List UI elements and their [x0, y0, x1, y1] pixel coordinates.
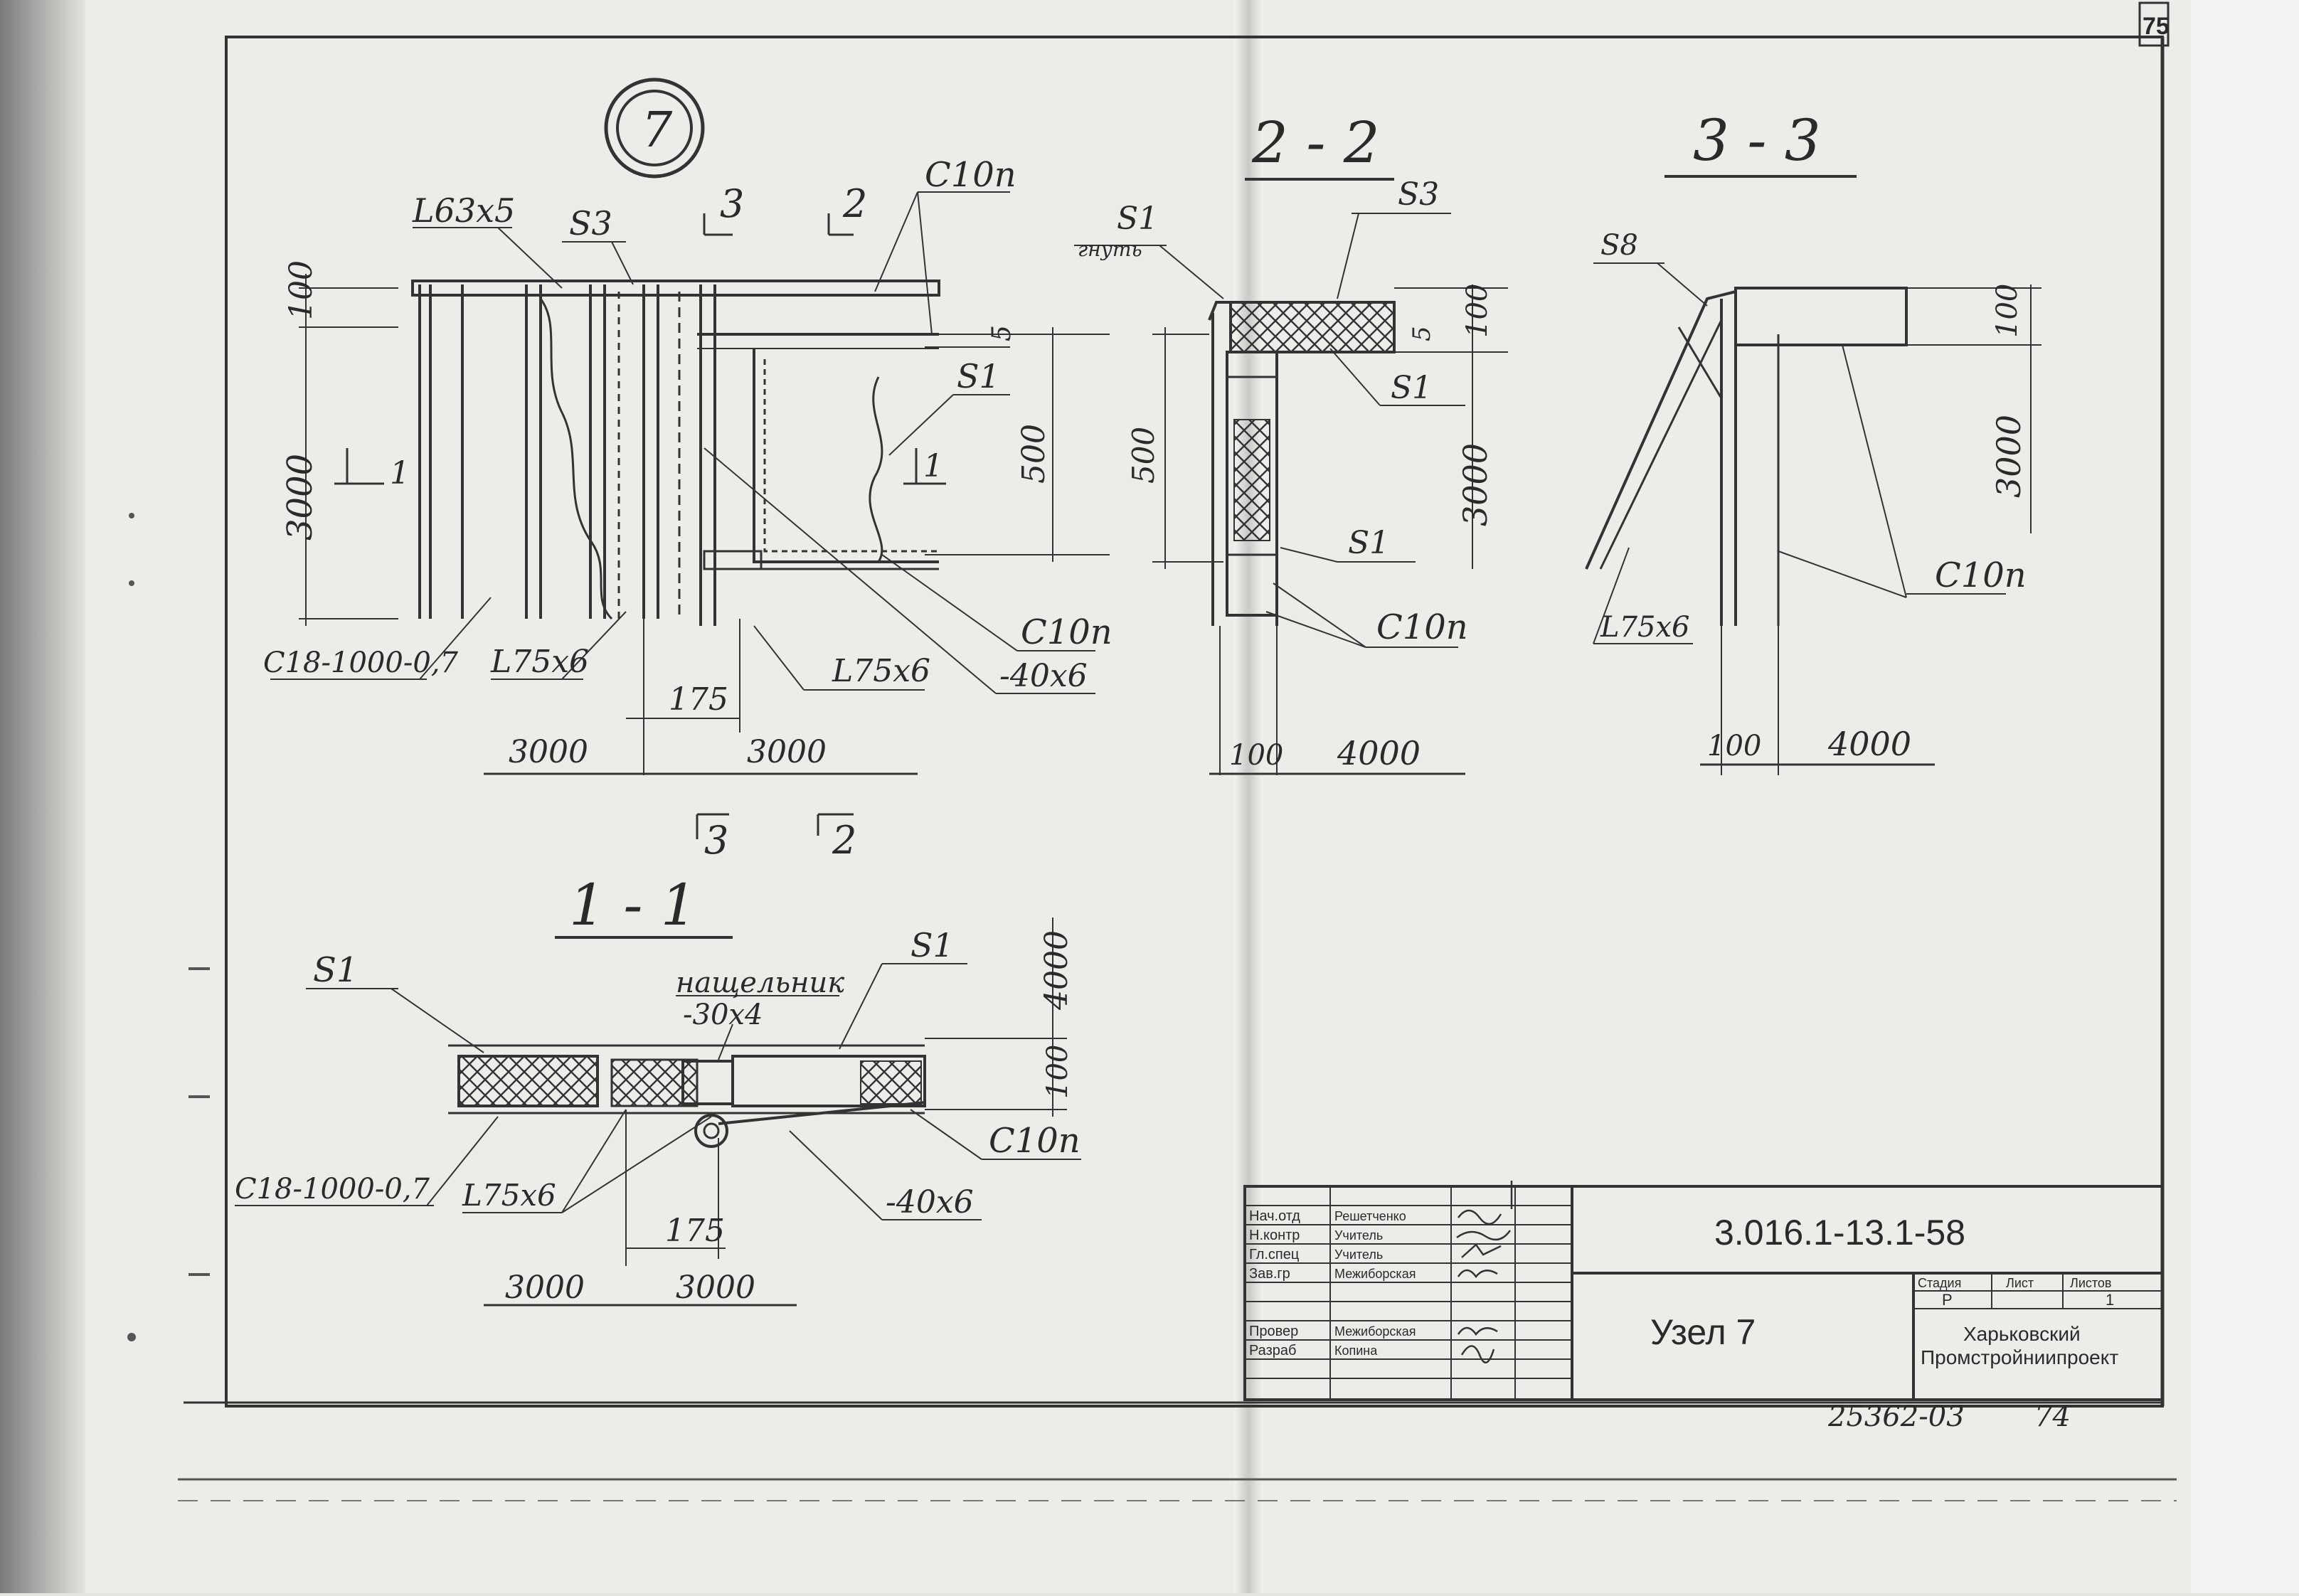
dim-4000-s33: 4000 [1827, 725, 1911, 763]
dim-5-node: 5 [987, 325, 1016, 341]
book-spine-fold [1234, 0, 1263, 1593]
label-s3-node: S3 [569, 204, 612, 243]
section-3-3: 3 - 3 100 3000 100 4000 S8 L75x6 С10п [1585, 107, 2042, 775]
dim-500-node: 500 [1016, 424, 1052, 484]
label-s1-node: S1 [957, 357, 1000, 395]
page-number: 75 [2143, 13, 2170, 40]
label-c10p-node-bottom: С10п [1021, 612, 1113, 652]
label-c10p-s33: С10п [1935, 555, 2027, 595]
label-l75x6-s11: L75x6 [462, 1178, 556, 1213]
label-s1-s11-left: S1 [313, 950, 358, 990]
cut-mark-1-right: 1 [923, 448, 943, 484]
scan-marks [127, 513, 210, 1341]
dim-100-s33-bottom: 100 [1707, 730, 1761, 762]
dim-3000-s22: 3000 [1456, 443, 1494, 526]
tb-role-2: Гл.спец [1249, 1247, 1299, 1262]
dim-3000-s11-right: 3000 [676, 1270, 755, 1306]
cut-mark-2-top: 2 [842, 181, 867, 226]
book-edge-shadow [0, 0, 85, 1593]
label-c10p-s22: С10п [1376, 607, 1468, 647]
dim-100-s11: 100 [1041, 1045, 1074, 1099]
drawing-frame [178, 36, 2177, 1501]
dim-100-left: 100 [283, 260, 319, 320]
cut-mark-3-bottom: 3 [704, 818, 728, 863]
label-nashchelnik: нащельник [676, 967, 844, 999]
dim-3000-left: 3000 [280, 454, 320, 541]
label-l75x6-node-left: L75x6 [490, 644, 589, 680]
dim-3000-s11-left: 3000 [505, 1270, 585, 1306]
tb-role-5: Разраб [1249, 1343, 1296, 1358]
tb-role-1: Н.контр [1249, 1228, 1300, 1243]
dim-5-s22: 5 [1408, 326, 1436, 341]
tb-role-4: Провер [1249, 1324, 1298, 1339]
label-c10p-node-top: С10п [925, 155, 1016, 195]
label-strip-40x6-node: -40x6 [999, 658, 1088, 694]
tb-name-5: Копина [1334, 1344, 1378, 1358]
tb-org-line2: Промстройниипроект [1921, 1346, 2118, 1368]
cut-mark-3-top: 3 [720, 181, 744, 226]
label-s1-s22-mid: S1 [1391, 370, 1432, 406]
tb-name-4: Межиборская [1334, 1324, 1416, 1339]
tb-sheets-header: Листов [2070, 1276, 2111, 1290]
label-s8: S8 [1600, 229, 1638, 262]
label-l75x6-s33: L75x6 [1600, 611, 1689, 644]
section-2-2-title: 2 - 2 [1251, 110, 1380, 176]
label-c10p-s11: С10п [989, 1121, 1081, 1161]
tb-name-2: Учитель [1334, 1247, 1383, 1262]
tb-sheet-header: Лист [2006, 1276, 2034, 1290]
label-c18-s11: C18-1000-0,7 [235, 1173, 430, 1206]
dim-500-s22: 500 [1126, 427, 1161, 484]
signatures [1456, 1181, 1513, 1363]
tb-org-line1: Харьковский [1963, 1323, 2081, 1345]
dim-100-s22: 100 [1461, 284, 1494, 338]
node-circle-outer [604, 78, 705, 179]
tb-role-3: Зав.гр [1249, 1266, 1290, 1282]
tb-stage-header: Стадия [1918, 1276, 1961, 1290]
sheet-code: 25362-03 [1827, 1400, 1965, 1433]
dim-4000-s22: 4000 [1337, 734, 1421, 772]
label-strip-30x4: -30x4 [683, 999, 763, 1031]
section-2-2: 2 - 2 100 3000 5 500 100 4000 S1 гнуть S… [1074, 110, 1508, 775]
section-3-3-title: 3 - 3 [1693, 107, 1821, 174]
label-l63x5: L63x5 [412, 191, 515, 230]
dim-175-node: 175 [669, 681, 728, 718]
tb-name-1: Учитель [1334, 1228, 1383, 1243]
label-s1-s22-top: S1 [1117, 201, 1158, 237]
sheet-index: 74 [2034, 1400, 2071, 1433]
tb-sheets: 1 [2106, 1291, 2114, 1309]
tb-role-0: Нач.отд [1249, 1208, 1300, 1224]
section-1-1-title: 1 - 1 [569, 872, 697, 938]
label-s1-s22-low: S1 [1348, 525, 1389, 561]
page-number-box: 75 [2138, 1, 2170, 47]
title-block: Нач.отд Н.контр Гл.спец Зав.гр Провер Ра… [1243, 1181, 2164, 1401]
tb-title: Узел 7 [1650, 1312, 1756, 1352]
tb-document-code: 3.016.1-13.1-58 [1714, 1213, 1965, 1252]
label-strip-40x6-s11: -40x6 [886, 1184, 974, 1220]
node-number: 7 [642, 102, 673, 159]
node-circle-inner [616, 90, 693, 166]
label-s1-s11-right: S1 [910, 926, 954, 964]
cut-mark-2-bottom: 2 [832, 818, 856, 863]
label-l75x6-node-right: L75x6 [832, 653, 930, 689]
dim-100-s22-bottom: 100 [1229, 739, 1283, 772]
section-1-1: 1 - 1 4000 100 175 3000 3000 S1 S1 нащел… [235, 872, 1081, 1307]
dim-3000-s33: 3000 [1990, 415, 2028, 498]
node-elevation: 7 [263, 78, 1113, 863]
tb-stage: Р [1942, 1291, 1953, 1309]
label-s3-s22: S3 [1398, 176, 1439, 213]
cut-mark-1-left: 1 [390, 455, 410, 491]
dim-3000-node-right: 3000 [747, 734, 827, 770]
tb-name-0: Решетченко [1334, 1209, 1406, 1223]
label-c18-node: C18-1000-0,7 [263, 647, 458, 679]
label-gnut: гнуть [1078, 238, 1142, 261]
tb-name-3: Межиборская [1334, 1267, 1416, 1281]
dim-4000-s11: 4000 [1039, 930, 1075, 1011]
dim-100-s33: 100 [1991, 284, 2024, 338]
dim-175-s11: 175 [665, 1213, 725, 1249]
dim-3000-node-left: 3000 [509, 734, 588, 770]
